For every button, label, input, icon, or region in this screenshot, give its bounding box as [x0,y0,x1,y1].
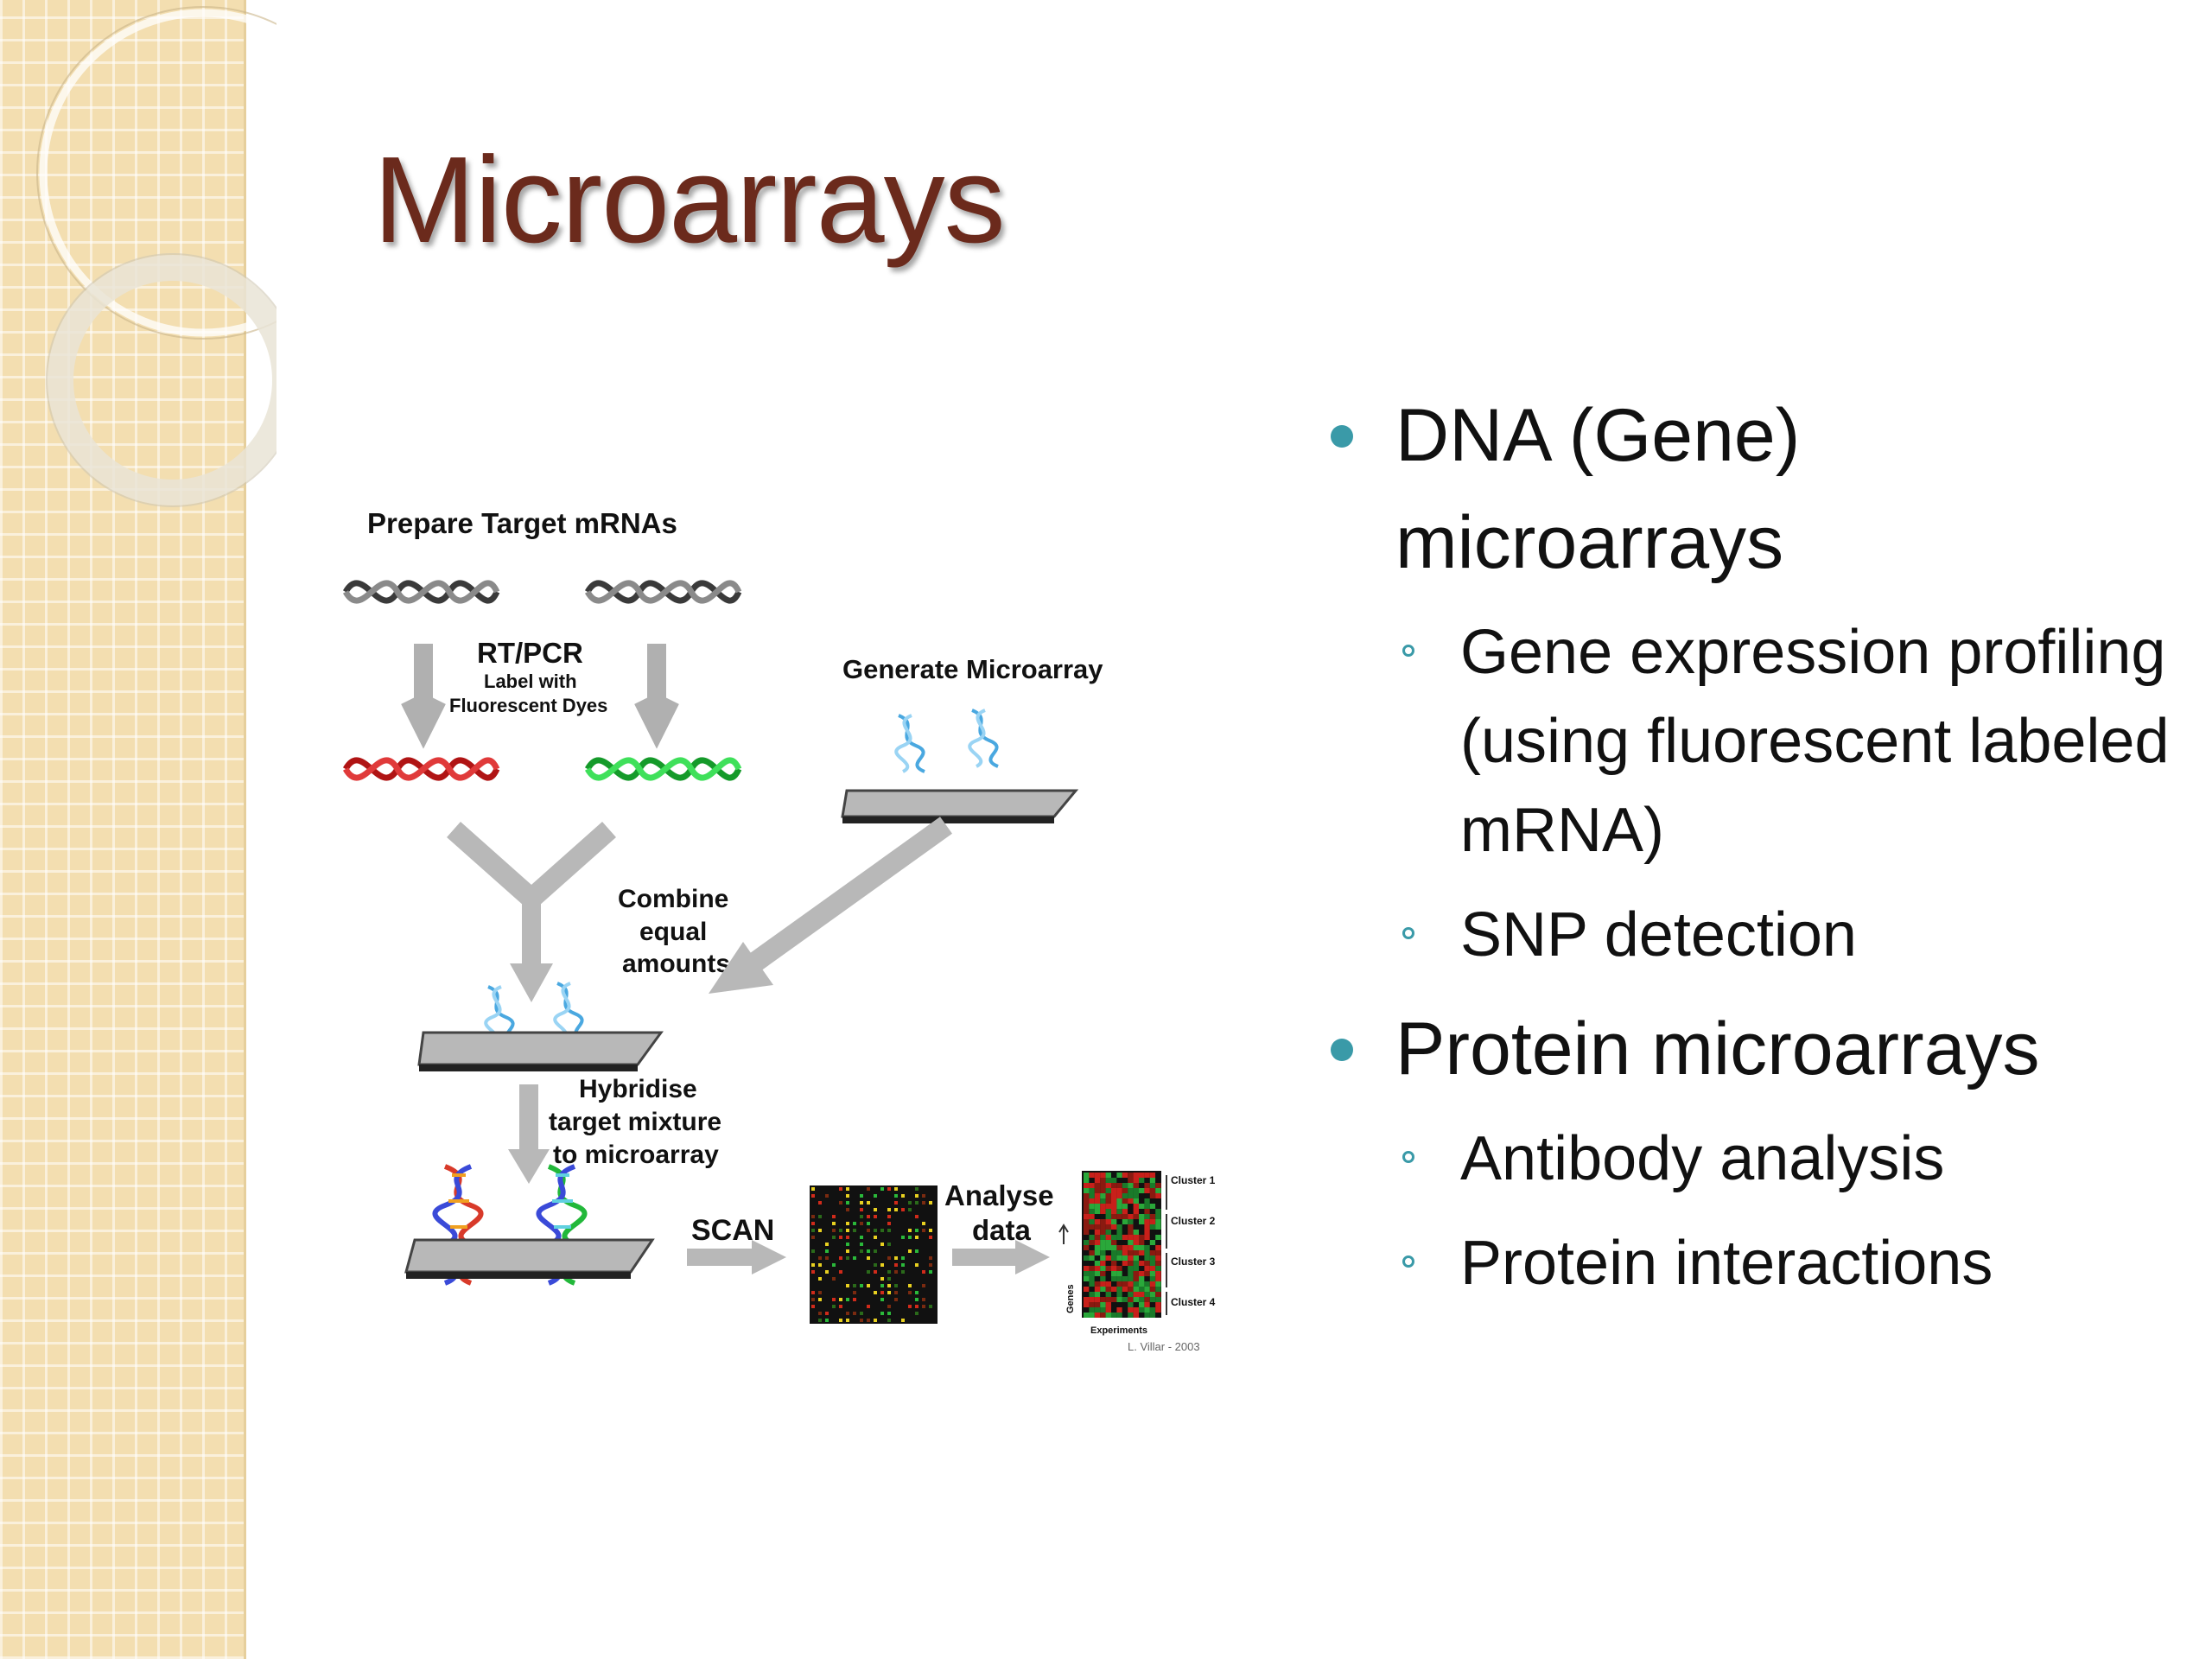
down-arrow-left [401,644,446,749]
prepare-mrna-label: Prepare Target mRNAs [367,507,677,539]
sub-bullet-text: SNP detection [1460,900,1857,969]
cluster-2-label: Cluster 2 [1171,1215,1216,1227]
probe-dna-2 [968,709,1000,768]
rtpcr-label: RT/PCR [477,637,583,669]
sub-bullet-antibody-analysis: Antibody analysis [1395,1115,2195,1204]
label-with-text: Label with [484,671,577,692]
amounts-label: amounts [622,950,730,978]
mrna-sample-2 [588,583,739,601]
cluster-1-label: Cluster 1 [1171,1174,1216,1186]
bullet-dna-microarrays: DNA (Gene) microarrays Gene expression p… [1331,382,2195,980]
sub-bullet-ring-icon [1402,927,1414,939]
target-mixture-label: target mixture [549,1108,721,1136]
experiments-axis-label: Experiments [1090,1325,1147,1336]
sub-bullet-ring-icon [1402,645,1414,657]
data-label: data [972,1214,1032,1246]
scanned-array-image [810,1185,938,1324]
sub-bullet-list: Antibody analysis Protein interactions [1395,1115,2195,1308]
credit-label: L. Villar - 2003 [1128,1340,1200,1353]
probe-dna-4 [553,982,585,1041]
green-labeled-cdna [588,760,739,778]
microarray-slide [841,789,1079,818]
cluster-4-label: Cluster 4 [1171,1296,1216,1308]
equal-label: equal [639,918,707,946]
combine-arrow [447,822,616,913]
scan-label: SCAN [691,1214,774,1247]
scanned-spots [811,1187,932,1322]
sub-bullet-protein-interactions: Protein interactions [1395,1219,2195,1308]
combined-slide [417,1031,664,1066]
bullet-text: DNA (Gene) microarrays [1395,394,1801,584]
sub-bullet-snp-detection: SNP detection [1395,891,2195,980]
genes-axis-label: Genes [1065,1284,1076,1313]
mrna-sample-1 [346,583,497,601]
down-arrow-right [634,644,679,749]
probe-dna-1 [894,714,926,773]
bullet-protein-microarrays: Protein microarrays Antibody analysis Pr… [1331,995,2195,1308]
sub-bullet-text: Gene expression profiling (using fluores… [1460,618,2170,865]
sub-bullet-gene-expression: Gene expression profiling (using fluores… [1395,608,2195,875]
fluorescent-dyes-text: Fluorescent Dyes [449,695,607,716]
bullet-dot-icon [1331,425,1353,448]
heatmap-cells [1084,1173,1161,1318]
bullet-text: Protein microarrays [1395,1007,2040,1090]
decorative-rings [36,6,276,507]
sub-bullet-ring-icon [1402,1151,1414,1163]
generate-microarray-label: Generate Microarray [842,654,1103,684]
sub-bullet-ring-icon [1402,1255,1414,1268]
microarray-workflow-diagram: Prepare Target mRNAs RT/PCR Label with F… [337,507,1216,1353]
red-labeled-cdna [346,760,497,778]
analyse-label: Analyse [944,1179,1054,1211]
sub-bullet-list: Gene expression profiling (using fluores… [1395,608,2195,980]
hybridised-slide [404,1238,655,1274]
sub-bullet-text: Antibody analysis [1460,1124,1945,1193]
diagonal-arrow [741,817,952,976]
bullet-list: DNA (Gene) microarrays Gene expression p… [1331,380,2195,1324]
to-microarray-label: to microarray [553,1141,719,1169]
cluster-3-label: Cluster 3 [1171,1255,1216,1268]
bullet-dot-icon [1331,1039,1353,1061]
hybridise-label: Hybridise [579,1075,697,1103]
sub-bullet-text: Protein interactions [1460,1229,1993,1298]
combine-label: Combine [618,885,728,913]
slide-title: Microarrays [373,131,1006,269]
